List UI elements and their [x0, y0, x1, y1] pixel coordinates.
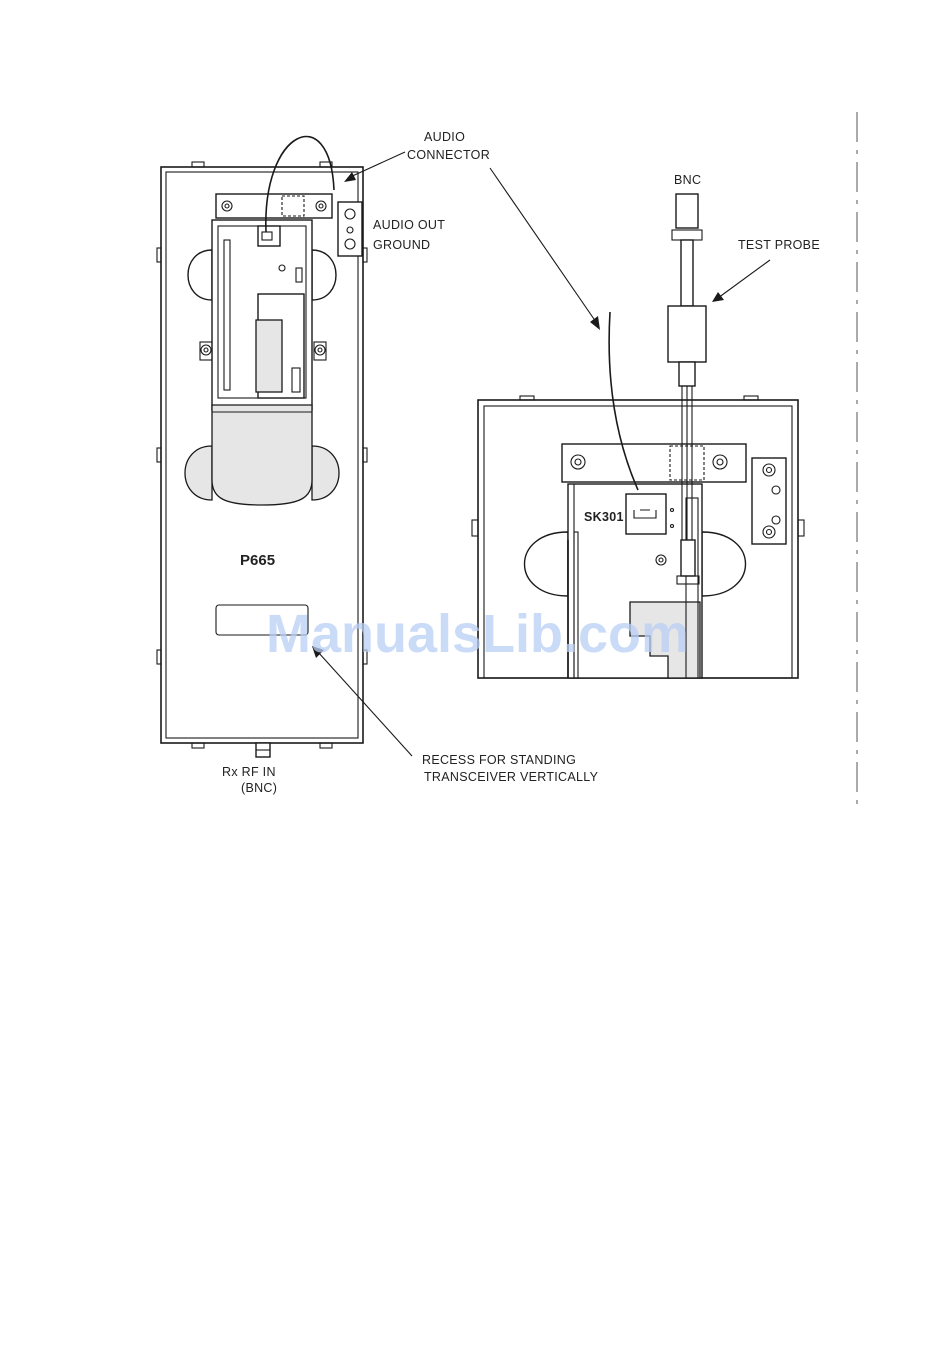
recess-label-line2: TRANSCEIVER VERTICALLY [424, 770, 599, 784]
audio-connector-label-line2: CONNECTOR [407, 148, 490, 162]
rx-rf-in-label-line1: Rx RF IN [222, 765, 276, 779]
watermark-text: ManualsLib.com [266, 604, 689, 664]
ground-label: GROUND [373, 238, 430, 252]
probe-bnc-connector [676, 194, 698, 228]
audio-out-label: AUDIO OUT [373, 218, 445, 232]
rx-rf-in-label-line2: (BNC) [241, 781, 277, 795]
recess-label-line1: RECESS FOR STANDING [422, 753, 576, 767]
audio-out-ground-terminal [338, 202, 362, 256]
sk301-socket [626, 494, 666, 534]
detail-bracket-bar [562, 444, 746, 482]
sk301-label: SK301 [584, 510, 624, 524]
test-probe-body [668, 306, 706, 362]
model-label: P665 [240, 552, 275, 569]
audio-connector-label-line1: AUDIO [424, 130, 465, 144]
bracket-bar [216, 194, 332, 218]
bnc-label: BNC [674, 173, 701, 187]
detail-terminal [752, 458, 786, 544]
test-probe-label: TEST PROBE [738, 238, 820, 252]
transceiver-lower-body [212, 405, 312, 505]
